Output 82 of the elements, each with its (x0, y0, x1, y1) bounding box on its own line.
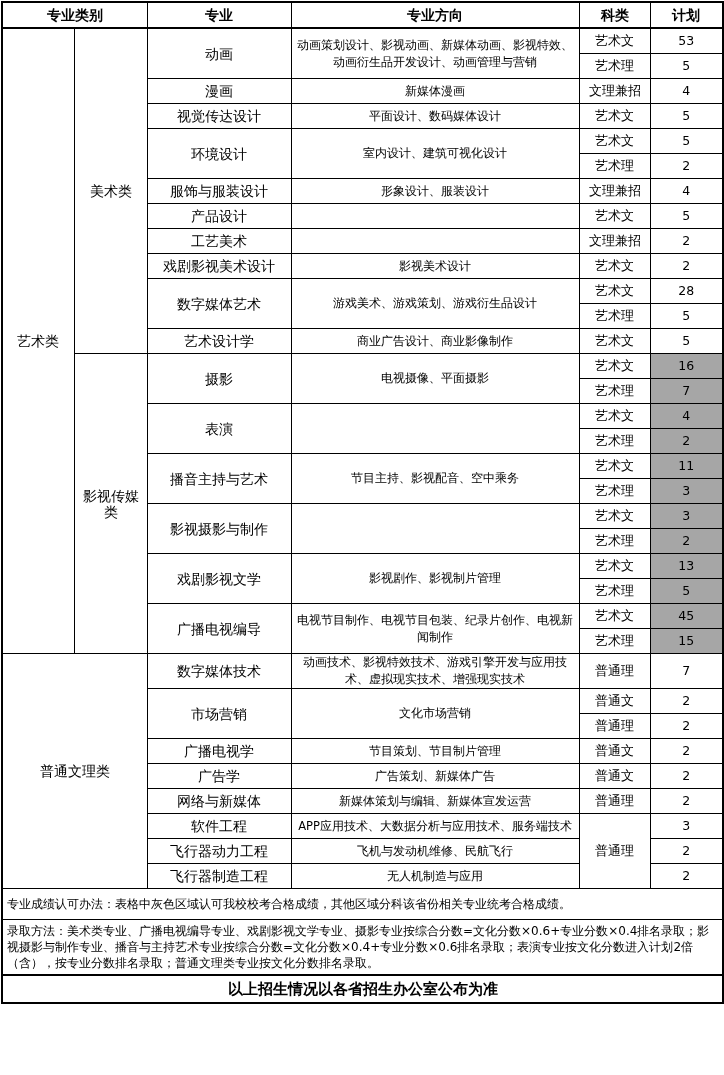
table-cell: 影视摄影与制作 (147, 503, 291, 554)
table-cell: 普通文 (579, 763, 650, 789)
table-cell: 普通理 (579, 653, 650, 689)
table-cell: 普通文 (579, 738, 650, 764)
table-cell: 戏剧影视文学 (147, 553, 291, 604)
table-cell: 艺术文 (579, 253, 650, 279)
header-cell: 科类 (579, 2, 650, 28)
table-cell: 艺术文 (579, 203, 650, 229)
table-cell: 普通文 (579, 688, 650, 714)
table-cell: 艺术文 (579, 328, 650, 354)
table-cell: 数字媒体技术 (147, 653, 291, 689)
table-cell: 艺术理 (579, 628, 650, 654)
table-cell: 环境设计 (147, 128, 291, 179)
table-cell: 飞行器动力工程 (147, 838, 291, 864)
table-cell: 新媒体策划与编辑、新媒体宣发运营 (291, 788, 579, 814)
table-cell: 播音主持与艺术 (147, 453, 291, 504)
table-cell: 艺术理 (579, 303, 650, 329)
table-cell: 平面设计、数码媒体设计 (291, 103, 579, 129)
table-cell: 飞行器制造工程 (147, 863, 291, 889)
table-cell: 表演 (147, 403, 291, 454)
table-cell: 动画策划设计、影视动画、新媒体动画、影视特效、动画衍生品开发设计、动画管理与营销 (291, 28, 579, 79)
table-cell: 艺术理 (579, 478, 650, 504)
table-cell: 市场营销 (147, 688, 291, 739)
table-cell: 广告策划、新媒体广告 (291, 763, 579, 789)
table-cell: 艺术理 (579, 153, 650, 179)
table-cell: 艺术文 (579, 553, 650, 579)
table-cell: 文理兼招 (579, 228, 650, 254)
table-cell: 影视剧作、影视制片管理 (291, 553, 579, 604)
table-cell: 文化市场营销 (291, 688, 579, 739)
table-cell: 艺术文 (579, 103, 650, 129)
table-cell: 影视美术设计 (291, 253, 579, 279)
table-cell: 艺术文 (579, 603, 650, 629)
table-cell: 商业广告设计、商业影像制作 (291, 328, 579, 354)
table-cell: APP应用技术、大数据分析与应用技术、服务端技术 (291, 813, 579, 839)
table-cell: 艺术文 (579, 28, 650, 54)
table-cell: 艺术理 (579, 53, 650, 79)
table-cell: 普通理 (579, 788, 650, 814)
table-cell: 节目主持、影视配音、空中乘务 (291, 453, 579, 504)
table-cell: 美术类 (74, 28, 147, 354)
table-cell: 数字媒体艺术 (147, 278, 291, 329)
table-cell: 艺术文 (579, 353, 650, 379)
table-cell: 动画技术、影视特效技术、游戏引擎开发与应用技术、虚拟现实技术、增强现实技术 (291, 653, 579, 689)
table-cell: 艺术文 (579, 403, 650, 429)
table-cell: 艺术类 (2, 28, 74, 654)
table-cell: 普通理 (579, 813, 650, 889)
table-cell: 广告学 (147, 763, 291, 789)
table-cell: 视觉传达设计 (147, 103, 291, 129)
table-cell: 形象设计、服装设计 (291, 178, 579, 204)
table-cell: 艺术理 (579, 378, 650, 404)
table-cell: 普通理 (579, 713, 650, 739)
table-cell: 动画 (147, 28, 291, 79)
table-cell: 艺术文 (579, 128, 650, 154)
table-cell: 艺术设计学 (147, 328, 291, 354)
header-cell: 专业类别 (2, 2, 147, 28)
table-cell: 节目策划、节目制片管理 (291, 738, 579, 764)
table-cell: 服饰与服装设计 (147, 178, 291, 204)
table-cell: 工艺美术 (147, 228, 291, 254)
table-cell: 影视传媒类 (74, 353, 147, 654)
table-cell: 摄影 (147, 353, 291, 404)
header-cell: 专业方向 (291, 2, 579, 28)
table-cell: 艺术文 (579, 453, 650, 479)
table-cell: 室内设计、建筑可视化设计 (291, 128, 579, 179)
table-cell: 文理兼招 (579, 178, 650, 204)
table-cell: 艺术文 (579, 503, 650, 529)
table-cell: 艺术理 (579, 528, 650, 554)
table-cell: 软件工程 (147, 813, 291, 839)
header-cell: 专业 (147, 2, 291, 28)
table-cell: 电视摄像、平面摄影 (291, 353, 579, 404)
table-cell: 广播电视编导 (147, 603, 291, 654)
table-cell: 文理兼招 (579, 78, 650, 104)
table-cell: 广播电视学 (147, 738, 291, 764)
table-cell: 艺术理 (579, 578, 650, 604)
table-cell: 艺术理 (579, 428, 650, 454)
table-cell: 漫画 (147, 78, 291, 104)
table-cell: 新媒体漫画 (291, 78, 579, 104)
table-cell: 电视节目制作、电视节目包装、纪录片创作、电视新闻制作 (291, 603, 579, 654)
table-cell: 艺术文 (579, 278, 650, 304)
table-cell: 普通文理类 (2, 653, 147, 889)
table-cell: 游戏美术、游戏策划、游戏衍生品设计 (291, 278, 579, 329)
table-cell: 产品设计 (147, 203, 291, 229)
table-cell: 网络与新媒体 (147, 788, 291, 814)
table-cell: 戏剧影视美术设计 (147, 253, 291, 279)
